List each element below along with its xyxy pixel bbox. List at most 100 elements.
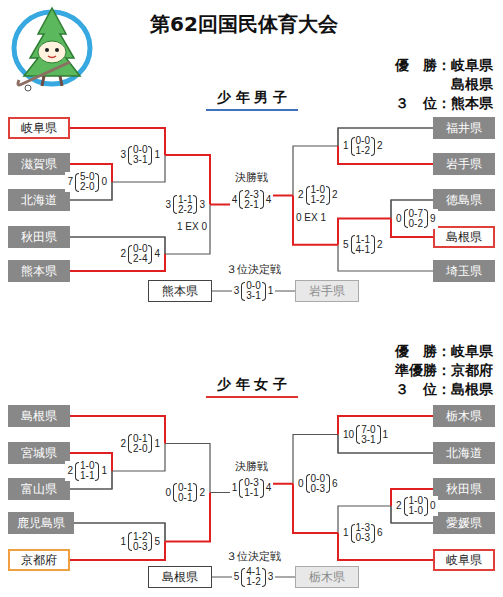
match-score: 00-10-12 [163, 483, 207, 503]
result-line: 優 勝：岐阜県 [395, 57, 493, 75]
team-box: 埼玉県 [433, 260, 495, 282]
team-box: 岐阜県 [433, 549, 495, 571]
match-score: 1 0-31-1 4 [230, 478, 274, 498]
half-scores: 1-30-3 [356, 523, 370, 543]
team-name: 熊本県 [162, 281, 198, 301]
half-score: 0-3 [133, 542, 147, 552]
score-total: 4 [265, 195, 273, 205]
half-scores: 0-03-1 [133, 145, 147, 165]
result-line: 島根県 [451, 76, 493, 94]
team-name: 宮城県 [21, 443, 57, 463]
half-scores: 5-02-0 [80, 172, 94, 192]
team-name: 北海道 [446, 443, 482, 463]
team-name: 島根県 [162, 567, 198, 587]
score-total: 1 [231, 483, 239, 493]
half-scores: 0-12-0 [133, 434, 147, 454]
bracket-connector [338, 416, 433, 453]
team-name: 埼玉県 [446, 261, 482, 281]
score-total: 3 [119, 150, 127, 160]
score-total: 4 [265, 483, 273, 493]
team-box: 宮城県 [8, 442, 70, 464]
score-total: 0 [297, 479, 305, 489]
brace [306, 186, 310, 205]
score-total: 1 [100, 466, 108, 476]
result-line: ３ 位：熊本県 [395, 95, 493, 113]
match-score: 00-00-36 [296, 474, 340, 494]
brace [262, 282, 266, 301]
score-total: 2 [119, 249, 127, 259]
half-score: 0-1 [178, 493, 192, 503]
match-score: 31-12-23 [163, 195, 207, 215]
score-total: 3 [164, 200, 172, 210]
team-name: 滋賀県 [21, 154, 57, 174]
half-score: 1-3 [356, 523, 370, 533]
brace [173, 483, 177, 502]
score-total: 1 [153, 439, 161, 449]
bracket-connector [338, 128, 433, 164]
team-name: 栃木県 [309, 567, 345, 587]
half-score: 2-2 [178, 205, 192, 215]
half-score: 1-2 [311, 195, 325, 205]
half-scores: 0-31-1 [244, 478, 258, 498]
brace [148, 434, 152, 453]
half-scores: 1-01-0 [409, 496, 423, 516]
team-name: 栃木県 [446, 406, 482, 426]
score-total: 5 [233, 572, 241, 582]
brace [128, 434, 132, 453]
half-score: 7-0 [361, 425, 375, 435]
score-total: 1 [267, 286, 275, 296]
team-box: 岩手県 [433, 153, 495, 175]
heading-underline [206, 396, 298, 398]
mascot [14, 8, 90, 91]
score-total: 4 [153, 249, 161, 259]
brace [193, 483, 197, 502]
score-total: 0 [395, 214, 403, 224]
half-scores: 0-10-1 [178, 483, 192, 503]
match-score: 20-02-44 [118, 244, 162, 264]
half-score: 4-1 [246, 567, 260, 577]
match-score: 21-01-00 [394, 496, 438, 516]
score-total: 2 [376, 240, 384, 250]
score-total: 5 [153, 537, 161, 547]
result-line: ３ 位：島根県 [395, 381, 493, 399]
brace [95, 462, 99, 481]
brace [326, 186, 330, 205]
half-score: 1-2 [133, 532, 147, 542]
half-score: 2-1 [244, 200, 258, 210]
team-name: 福井県 [446, 118, 482, 138]
half-score: 4-1 [356, 245, 370, 255]
score-total: 2 [66, 466, 74, 476]
team-box: 秋田県 [8, 226, 70, 248]
brace [260, 479, 264, 498]
page-title: 第62回国民体育大会 [150, 11, 338, 38]
team-box: 熊本県 [148, 280, 212, 302]
half-scores: 4-11-2 [246, 567, 260, 587]
score-total: 1 [153, 150, 161, 160]
half-score: 1-0 [80, 461, 94, 471]
half-score: 1-0 [409, 496, 423, 506]
half-score: 3-1 [246, 291, 260, 301]
match-score: 75-02-00 [65, 172, 109, 192]
match-score: 00-70-29 [394, 209, 438, 229]
team-name: 愛媛県 [446, 513, 482, 533]
bracket-connector [70, 523, 165, 560]
team-name: 秋田県 [446, 479, 482, 499]
score-total: 6 [376, 528, 384, 538]
score-total: 1 [342, 528, 350, 538]
team-box: 島根県 [8, 405, 70, 427]
round-label: ３位決定戦 [226, 549, 281, 564]
half-score: 1-1 [356, 235, 370, 245]
team-box: 鹿児島県 [8, 512, 74, 534]
brace [239, 190, 243, 209]
half-scores: 1-20-3 [133, 532, 147, 552]
brace [262, 568, 266, 587]
score-total: 2 [376, 141, 384, 151]
bracket-connector [70, 237, 165, 271]
half-score: 2-3 [244, 190, 258, 200]
brace [241, 282, 245, 301]
team-name: 島根県 [21, 406, 57, 426]
brace [424, 209, 428, 228]
match-score: 51-14-12 [341, 235, 385, 255]
team-box: 徳島県 [433, 189, 495, 211]
team-box: 京都府 [8, 549, 70, 571]
